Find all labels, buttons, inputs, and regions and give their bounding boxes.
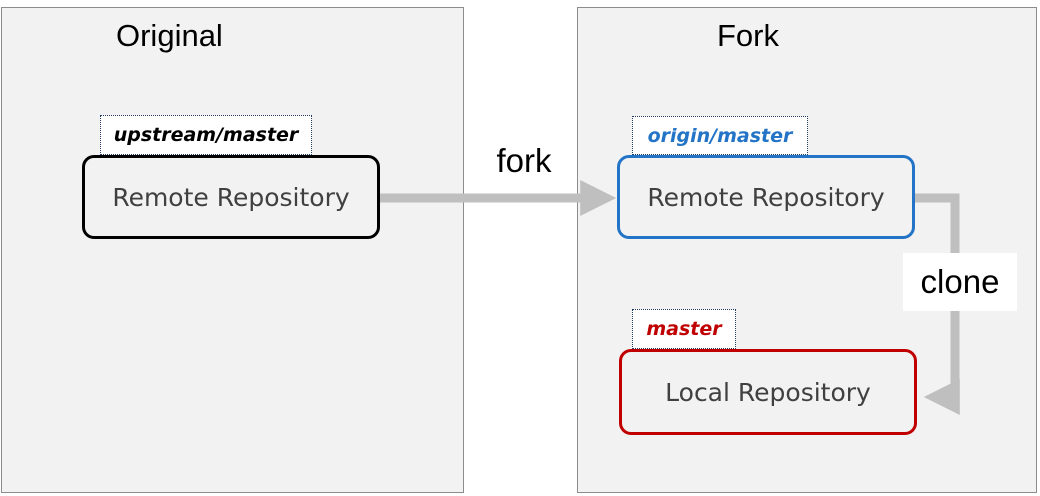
upstream-remote-repository: Remote Repository (82, 155, 380, 239)
origin-branch-tag: origin/master (632, 116, 808, 155)
upstream-repository-label: Remote Repository (112, 182, 350, 212)
fork-arrow-label: fork (496, 142, 552, 179)
origin-remote-repository: Remote Repository (617, 155, 915, 239)
local-repository-label: Local Repository (665, 377, 871, 407)
fork-panel-title: Fork (717, 18, 779, 53)
clone-arrow-label: clone (903, 253, 1017, 311)
origin-repository-label: Remote Repository (647, 182, 885, 212)
local-repository: Local Repository (619, 349, 917, 435)
original-panel-title: Original (116, 18, 223, 53)
upstream-branch-tag: upstream/master (100, 115, 312, 155)
original-panel (1, 7, 464, 493)
local-branch-tag: master (632, 309, 736, 349)
